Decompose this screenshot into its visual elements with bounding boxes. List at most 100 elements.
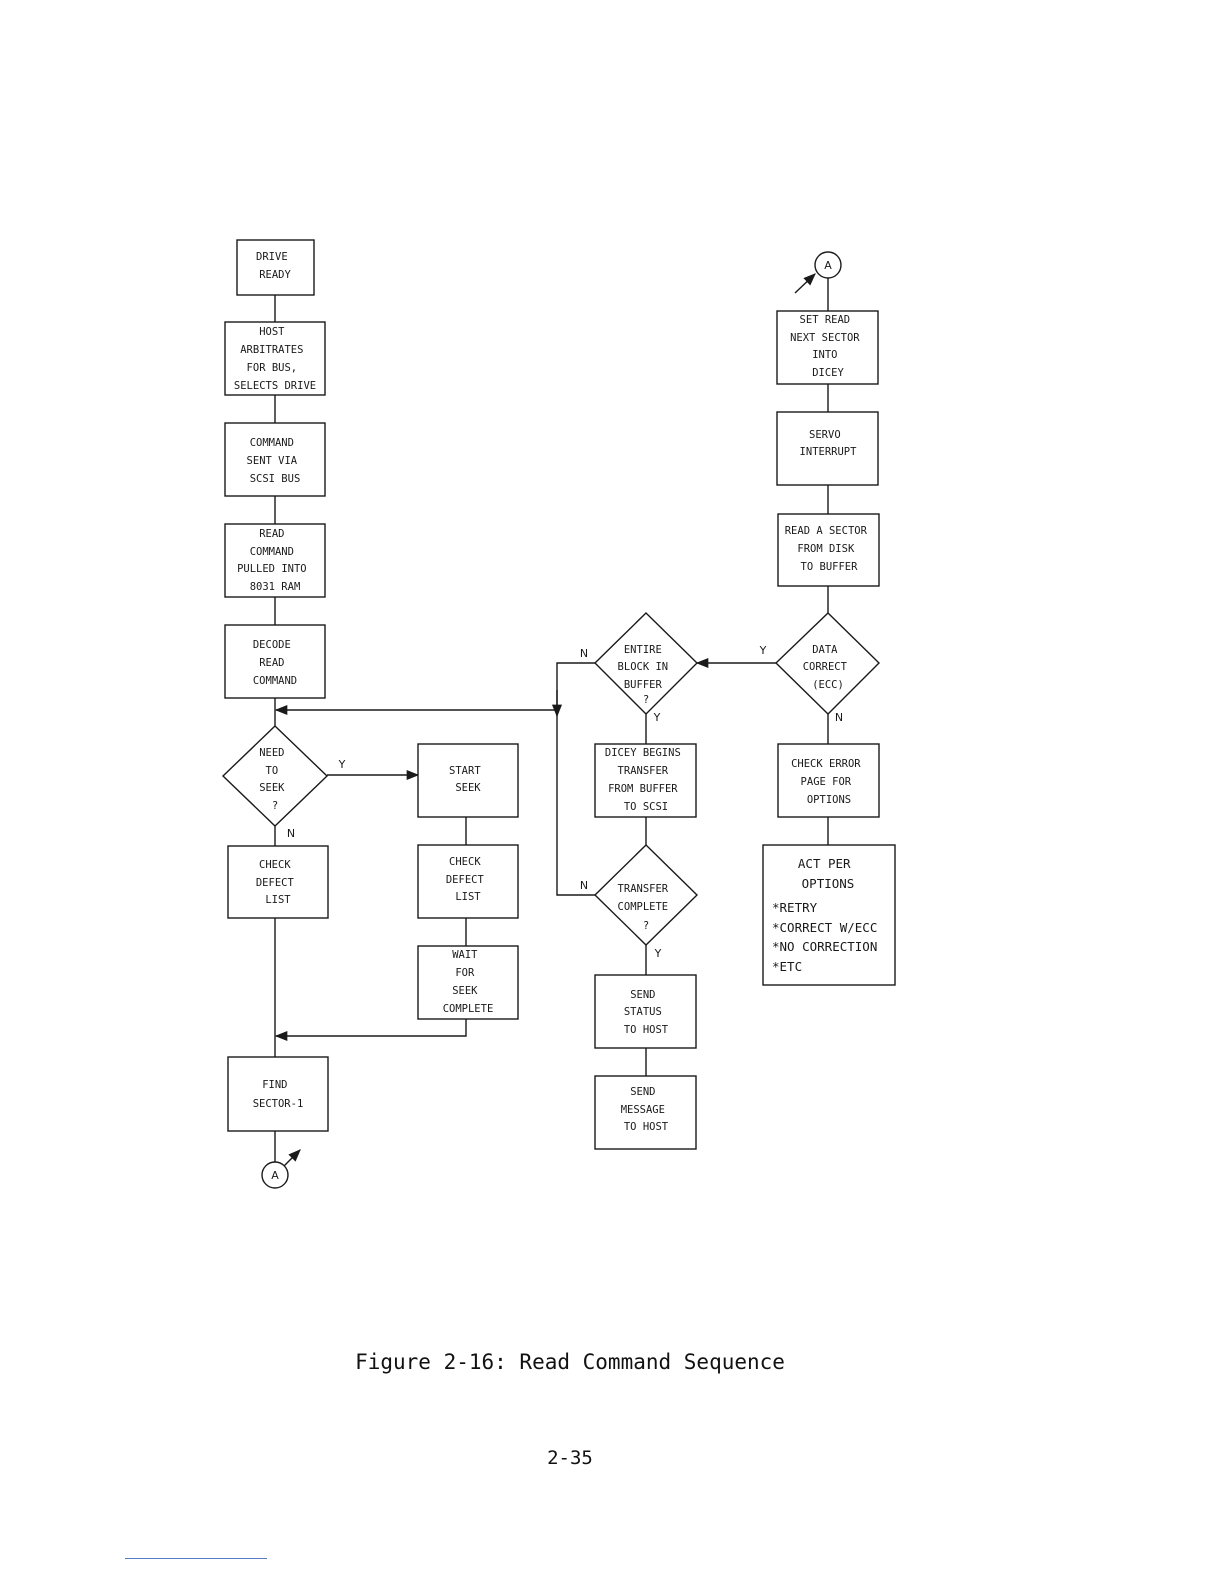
node-line: READ [259, 528, 284, 540]
node-line: DRIVE [256, 251, 288, 263]
flow-connectors [274, 273, 829, 1167]
box-check-error-page [777, 743, 880, 818]
node-line: TO BUFFER [801, 561, 859, 573]
node-line: FROM DISK [797, 543, 855, 555]
box-set-read-next [776, 310, 879, 385]
box-start-seek [417, 743, 519, 818]
node-line: *NO CORRECTION [772, 939, 877, 954]
connector-a-top-label: A [824, 259, 832, 272]
node-labels: DRIVE READY HOST ARBITRATES FOR BUS, SEL… [234, 251, 885, 1133]
node-line: TO [266, 765, 279, 777]
node-text-act-per-options-list: *RETRY *CORRECT W/ECC *NO CORRECTION *ET… [772, 900, 885, 974]
node-line: COMMAND [250, 546, 294, 558]
node-line: 8031 RAM [250, 581, 301, 593]
box-check-defect-list-mid [417, 844, 519, 919]
node-line: INTERRUPT [800, 446, 858, 458]
node-line: COMPLETE [443, 1003, 494, 1015]
connector-a-bottom [261, 1161, 289, 1189]
node-line: SCSI BUS [250, 473, 301, 485]
node-line: SECTOR-1 [253, 1098, 304, 1110]
node-line: LIST [265, 894, 291, 906]
node-text-dicey-begins: DICEY BEGINS TRANSFER FROM BUFFER TO SCS… [605, 747, 687, 813]
node-line: TO HOST [624, 1024, 669, 1036]
node-text-check-defect-list-mid: CHECK DEFECT LIST [446, 856, 490, 903]
node-text-check-defect-list-left: CHECK DEFECT LIST [256, 859, 300, 906]
node-line: ENTIRE [624, 644, 662, 656]
box-send-status [594, 974, 697, 1049]
node-line: MESSAGE [621, 1104, 665, 1116]
node-line: PAGE FOR [801, 776, 852, 788]
node-line: DEFECT [256, 877, 295, 889]
node-line: SELECTS DRIVE [234, 380, 316, 392]
branch-label-data-correct-no: N [835, 711, 843, 724]
connector-a-bottom-label: A [271, 1169, 279, 1182]
decision-data-correct [774, 612, 880, 715]
node-line: PULLED INTO [237, 563, 307, 575]
node-line: (ECC) [812, 679, 844, 691]
box-check-defect-list-left [227, 845, 329, 919]
node-line: LIST [455, 891, 481, 903]
node-text-host-arbitrates: HOST ARBITRATES FOR BUS, SELECTS DRIVE [234, 326, 316, 392]
branch-label-entire-block-no: N [580, 647, 588, 660]
node-line: CHECK [259, 859, 291, 871]
box-read-command-pulled [224, 523, 326, 598]
node-line: *RETRY [772, 900, 818, 915]
node-text-need-to-seek: NEED TO SEEK ? [259, 747, 291, 812]
node-line: BLOCK IN [618, 661, 669, 673]
node-line: *CORRECT W/ECC [772, 920, 877, 935]
box-drive-ready [236, 239, 315, 296]
node-line: DICEY BEGINS [605, 747, 681, 759]
box-host-arbitrates [224, 321, 326, 396]
node-text-read-a-sector: READ A SECTOR FROM DISK TO BUFFER [785, 525, 874, 573]
node-line: SENT VIA [247, 455, 298, 467]
node-line: DICEY [812, 367, 844, 379]
branch-label-transfer-complete-yes: Y [654, 947, 662, 960]
wire-wait-return [274, 1019, 467, 1042]
node-line: ? [643, 920, 649, 932]
node-text-set-read-next: SET READ NEXT SECTOR INTO DICEY [790, 314, 866, 379]
node-text-send-status: SEND STATUS TO HOST [624, 989, 669, 1036]
decision-entire-block [594, 612, 698, 715]
decision-transfer-complete [594, 844, 698, 946]
node-line: COMPLETE [618, 901, 669, 913]
node-line: ? [272, 800, 278, 812]
node-line: CORRECT [803, 661, 848, 673]
node-line: FOR [455, 967, 475, 979]
node-line: NEED [259, 747, 284, 759]
node-line: SEND [630, 989, 655, 1001]
node-text-decode-read-command: DECODE READ COMMAND [253, 639, 297, 687]
node-line: COMMAND [253, 675, 297, 687]
node-line: READ A SECTOR [785, 525, 868, 537]
box-command-sent [224, 422, 326, 497]
box-find-sector [227, 1056, 329, 1132]
node-line: ARBITRATES [240, 344, 303, 356]
branch-label-data-correct-yes: Y [759, 644, 767, 657]
node-text-command-sent: COMMAND SENT VIA SCSI BUS [247, 437, 304, 485]
node-text-wait-for-seek: WAIT FOR SEEK COMPLETE [443, 949, 494, 1015]
node-line: CHECK [449, 856, 481, 868]
node-line: HOST [259, 326, 285, 338]
node-text-entire-block: ENTIRE BLOCK IN BUFFER ? [618, 644, 675, 706]
node-line: READ [259, 657, 284, 669]
node-text-start-seek: START SEEK [449, 765, 487, 794]
node-line: OPTIONS [807, 794, 851, 806]
wire-loop-back [276, 662, 595, 896]
wire-connector-pointer-top [794, 273, 816, 294]
node-line: READY [259, 269, 291, 281]
node-line: OPTIONS [802, 876, 855, 891]
node-line: INTO [812, 349, 837, 361]
footer-rule [125, 1558, 267, 1559]
node-line: TRANSFER [618, 765, 669, 777]
node-text-check-error-page: CHECK ERROR PAGE FOR OPTIONS [791, 758, 867, 806]
branch-label-need-to-seek-no: N [287, 827, 295, 840]
node-line: ? [643, 694, 649, 706]
node-line: COMMAND [250, 437, 294, 449]
node-text-data-correct: DATA CORRECT (ECC) [803, 644, 854, 691]
box-servo-interrupt [776, 411, 879, 486]
box-read-a-sector [777, 513, 880, 587]
node-text-servo-interrupt: SERVO INTERRUPT [800, 429, 858, 458]
node-line: SEEK [455, 782, 481, 794]
node-line: TO SCSI [624, 801, 668, 813]
node-line: SEEK [452, 985, 478, 997]
